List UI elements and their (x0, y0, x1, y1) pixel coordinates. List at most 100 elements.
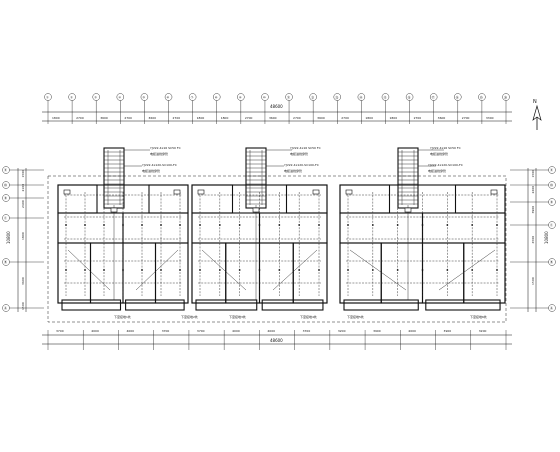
axis-bubble-label: ⑲ (480, 95, 483, 100)
axis-bubble-label: ⑬ (335, 95, 338, 100)
fixture-icon (396, 269, 399, 271)
axis-bubble-label: Ⓑ (550, 259, 553, 264)
axis-bubble (548, 181, 556, 189)
panel-icon (404, 207, 412, 213)
axis-bubble-label: Ⓔ (4, 167, 7, 172)
axis-bubble-label: Ⓔ (550, 167, 553, 172)
dim-label: 2700 (462, 116, 470, 120)
top-total-dim: 48600 (270, 104, 283, 109)
svg-text:电缆进线穿管: 电缆进线穿管 (290, 151, 308, 156)
left-dimension-axis (17, 168, 27, 312)
fixture-icon (446, 224, 449, 226)
dim-label: 2400 (531, 186, 535, 194)
cable-label-1: YJV22-4x16 SC50 FC 电缆进线穿管 YJV22-4x120-SC… (142, 146, 181, 173)
axis-bubble-label: ⑧ (215, 96, 218, 100)
axis-bubble (357, 93, 366, 101)
axis-bubble (92, 93, 100, 101)
wiring-line (349, 249, 407, 291)
fixture-icon (446, 269, 449, 271)
fixture-icon (258, 269, 261, 271)
svg-text:YJV22-4x16 SC50 FC: YJV22-4x16 SC50 FC (150, 146, 181, 150)
fixture-icon (179, 269, 181, 271)
panel-icon (490, 189, 498, 195)
wiring-line (67, 249, 111, 291)
fixture-icon (371, 269, 374, 271)
axis-bubble (548, 221, 556, 229)
left-total-dim: 10800 (6, 231, 11, 244)
axis-bubble-label: Ⓓ (4, 195, 7, 200)
dim-label: 3700 (303, 329, 311, 333)
room-wall (380, 242, 424, 304)
dim-label: 1800 (389, 116, 397, 120)
dim-label: 3600 (317, 116, 325, 120)
fixture-icon (347, 224, 349, 226)
axis-bubble-label: ① (46, 96, 49, 100)
bottom-total-dim: 48600 (270, 338, 283, 343)
axis-bubble-label: ⑪ (287, 95, 290, 100)
fixture-icon (122, 224, 124, 226)
room-wall (191, 212, 261, 244)
wiring-line (135, 249, 179, 291)
fixture-icon (298, 224, 301, 226)
axis-bubble (454, 93, 462, 101)
room-wall (225, 242, 261, 304)
room-wall (258, 212, 328, 244)
axis-bubble (548, 304, 556, 312)
dim-label: 2100 (21, 184, 25, 192)
dim-label: 1500 (531, 277, 535, 285)
axis-bubble-label: Ⓒ (550, 222, 553, 227)
axis-bubble (2, 214, 10, 222)
fixture-icon (396, 224, 399, 226)
dim-label: 2400 (21, 200, 25, 208)
fixture-icon (258, 224, 261, 226)
room-wall (191, 184, 234, 214)
room-wall (122, 242, 157, 304)
axis-bubble-label: Ⓜ (4, 182, 7, 187)
svg-text:YJV22-4x120-SC100-FC: YJV22-4x120-SC100-FC (142, 163, 177, 167)
axis-bubble-label: ⑫ (311, 95, 314, 100)
cable-label-2: YJV22-4x16 SC50 FC 电缆进线穿管 YJV22-4x120-SC… (284, 146, 321, 173)
dim-label: 3700 (162, 329, 170, 333)
fixture-icon (179, 224, 181, 226)
room-wall (57, 212, 124, 244)
room-wall (103, 147, 125, 209)
dim-label: 3900 (531, 206, 535, 214)
svg-text:电缆进线穿管: 电缆进线穿管 (284, 168, 302, 173)
fixture-icon (103, 224, 105, 226)
dim-label: 3700 (56, 329, 64, 333)
axis-bubble-label: ⑩ (263, 96, 266, 100)
svg-text:YJV22-4x16 SC50 FC: YJV22-4x16 SC50 FC (430, 146, 461, 150)
fixture-icon (65, 224, 67, 226)
axis-bubble (213, 93, 221, 101)
axis-bubble-label: ⑦ (191, 96, 194, 100)
fixture-icon (160, 224, 162, 226)
units-group (57, 147, 506, 311)
dim-label: 3300 (486, 116, 494, 120)
svg-text:下室接地5处: 下室接地5处 (347, 314, 364, 319)
dim-label: 1500 (21, 170, 25, 178)
axis-bubble-label: ⑱ (456, 95, 459, 100)
bottom-axis-ticks (47, 330, 507, 350)
axis-bubble (478, 93, 486, 101)
axis-bubble (309, 93, 317, 101)
dim-label: 3600 (148, 116, 156, 120)
room-wall (463, 242, 506, 304)
axis-bubble (548, 166, 556, 174)
svg-text:下室接地2处: 下室接地2处 (181, 314, 198, 319)
dim-label: 1500 (21, 302, 25, 310)
axis-bubble (116, 93, 125, 101)
room-wall (292, 242, 328, 304)
dim-label: 4000 (232, 329, 240, 333)
fixture-icon (421, 224, 424, 226)
dim-label: 1800 (221, 116, 229, 120)
panel-icon (110, 207, 118, 213)
axis-bubble-label: ⑰ (432, 95, 435, 100)
room-wall (285, 184, 328, 214)
axis-bubble (44, 93, 52, 101)
fixture-icon (238, 224, 241, 226)
